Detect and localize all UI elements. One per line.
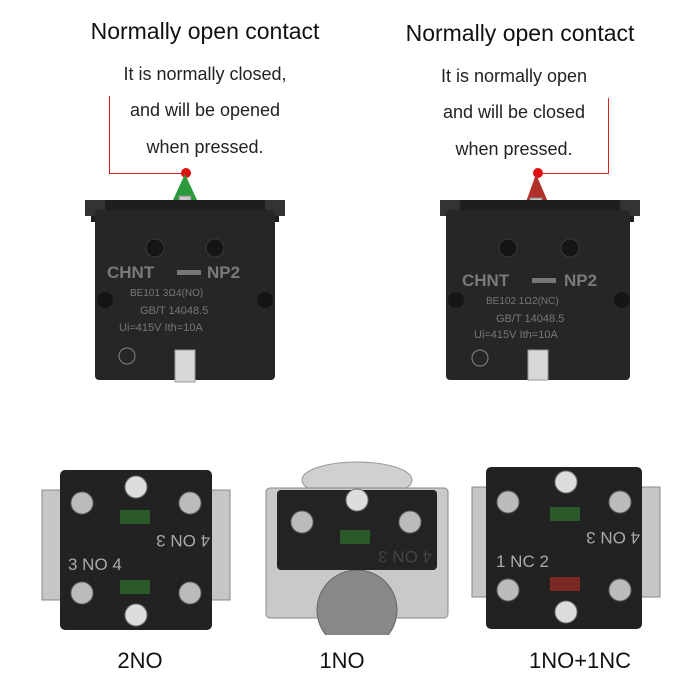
left-callout-bracket [109,96,185,174]
right-callout-dot [533,168,543,178]
left-contact-block: CHNT NP2 BE101 3Ω4(NO) GB/T 14048.5 Ui=4… [85,174,285,383]
right-note-line3: when pressed. [455,139,573,159]
left-brand-text: CHNT [107,263,155,282]
right-standard-text: GB/T 14048.5 [496,313,564,325]
right-rating-text: Ui=415V Ith=10A [474,329,558,341]
bottom-block-1no-1nc: 4 ON 3 1 NC 2 [471,467,661,629]
right-title: Normally open contact [405,20,635,46]
right-block-body [446,210,630,380]
right-note-line2: and will be closed [442,102,586,122]
block3-upper-label: 4 ON 3 [586,528,640,547]
right-callout-bracket [538,98,609,174]
left-callout-dot [181,168,191,178]
left-title: Normally open contact [90,18,320,44]
left-note-line2: and will be opened [129,100,281,120]
right-note-line1: It is normally open [440,66,588,86]
block1-upper-label: 4 ON 3 [156,531,210,550]
caption-1no: 1NO [319,648,365,673]
caption-1no-1nc: 1NO+1NC [528,648,632,673]
left-model-text: NP2 [207,263,240,282]
right-ccc-mark [471,349,489,367]
left-standard-text: GB/T 14048.5 [140,305,208,317]
caption-2no: 2NO [117,648,163,673]
left-note-line1: It is normally closed, [123,64,287,84]
block3-lower-label: 1 NC 2 [496,552,549,571]
left-rating-text: Ui=415V Ith=10A [119,322,203,334]
left-ccc-mark [118,347,136,365]
block1-lower-label: 3 NO 4 [68,555,122,574]
bottom-block-2no: 4 ON 3 3 NO 4 [41,470,231,630]
left-note-line3: when pressed. [146,137,264,157]
left-actuator-cap [173,174,197,200]
left-block-body [95,210,275,380]
left-code-text: BE101 3Ω4(NO) [130,288,203,299]
right-code-text: BE102 1Ω2(NC) [486,296,559,307]
right-actuator-cap [526,174,548,202]
right-model-text: NP2 [564,271,597,290]
bottom-block-1no: 4 ON 3 [265,461,449,635]
right-contact-block: CHNT NP2 BE102 1Ω2(NC) GB/T 14048.5 Ui=4… [440,174,640,381]
right-brand-text: CHNT [462,271,510,290]
block2-upper-label: 4 ON 3 [378,547,432,566]
